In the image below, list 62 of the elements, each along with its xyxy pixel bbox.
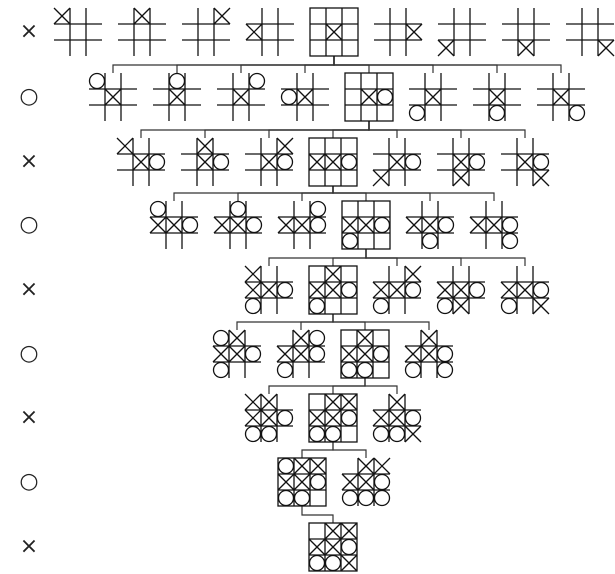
tic-tac-toe-board-drawing bbox=[406, 201, 454, 249]
tree-connector bbox=[301, 506, 334, 523]
tic-tac-toe-board-drawing bbox=[281, 73, 329, 121]
tic-tac-toe-board-drawing bbox=[310, 8, 358, 56]
tic-tac-toe-board-drawing bbox=[374, 8, 422, 56]
tic-tac-toe-board-drawing bbox=[245, 138, 293, 186]
player-symbol: ○ bbox=[18, 469, 40, 495]
tree-connector bbox=[365, 249, 526, 266]
tic-tac-toe-board-drawing bbox=[473, 73, 521, 121]
tree-connector bbox=[368, 121, 526, 138]
player-symbol: ○ bbox=[18, 341, 40, 367]
tic-tac-toe-board-drawing bbox=[89, 73, 137, 121]
tic-tac-toe-board-drawing bbox=[405, 330, 453, 378]
tic-tac-toe-board-drawing bbox=[502, 8, 550, 56]
tic-tac-toe-board-drawing bbox=[438, 8, 486, 56]
player-symbol: ○ bbox=[18, 84, 40, 110]
tic-tac-toe-board-drawing bbox=[217, 73, 265, 121]
tree-connector bbox=[332, 314, 430, 330]
player-symbol: × bbox=[18, 149, 40, 175]
tic-tac-toe-board-drawing bbox=[341, 330, 389, 378]
tree-connector bbox=[364, 378, 398, 394]
tic-tac-toe-board-drawing bbox=[345, 73, 393, 121]
player-symbol: × bbox=[18, 534, 40, 560]
tic-tac-toe-board-drawing bbox=[54, 8, 102, 56]
tree-connector bbox=[333, 56, 562, 73]
tic-tac-toe-board-drawing bbox=[373, 138, 421, 186]
tic-tac-toe-board-drawing bbox=[245, 394, 293, 442]
tic-tac-toe-board-drawing bbox=[537, 73, 585, 121]
tic-tac-toe-board-drawing bbox=[309, 394, 357, 442]
tic-tac-toe-board-drawing bbox=[437, 266, 485, 314]
tic-tac-toe-board-drawing bbox=[501, 138, 549, 186]
tic-tac-toe-board-drawing bbox=[118, 8, 166, 56]
tic-tac-toe-board-drawing bbox=[245, 266, 293, 314]
tic-tac-toe-board-drawing bbox=[153, 73, 201, 121]
tic-tac-toe-board-drawing bbox=[373, 266, 421, 314]
tree-connector bbox=[332, 442, 367, 458]
tic-tac-toe-board-drawing bbox=[246, 8, 294, 56]
tic-tac-toe-board-drawing bbox=[182, 8, 230, 56]
player-symbol: × bbox=[18, 277, 40, 303]
tic-tac-toe-board-drawing bbox=[501, 266, 549, 314]
player-symbol: ○ bbox=[18, 212, 40, 238]
tic-tac-toe-board-drawing bbox=[566, 8, 614, 56]
tree-connector bbox=[332, 186, 495, 201]
tic-tac-toe-board-drawing bbox=[342, 201, 390, 249]
tic-tac-toe-board-drawing bbox=[278, 458, 326, 506]
tic-tac-toe-board-drawing bbox=[213, 330, 261, 378]
tic-tac-toe-board-drawing bbox=[309, 138, 357, 186]
tic-tac-toe-board-drawing bbox=[278, 201, 326, 249]
tic-tac-toe-board-drawing bbox=[150, 201, 198, 249]
tic-tac-toe-board-drawing bbox=[373, 394, 421, 442]
tic-tac-toe-board-drawing bbox=[309, 266, 357, 314]
tic-tac-toe-board-drawing bbox=[277, 330, 325, 378]
tic-tac-toe-board-drawing bbox=[214, 201, 262, 249]
player-symbol: × bbox=[18, 19, 40, 45]
tic-tac-toe-board-drawing bbox=[181, 138, 229, 186]
tic-tac-toe-board-drawing bbox=[470, 201, 518, 249]
tic-tac-toe-board-drawing bbox=[342, 458, 390, 506]
tic-tac-toe-board-drawing bbox=[309, 523, 357, 571]
tic-tac-toe-board-drawing bbox=[437, 138, 485, 186]
player-symbol: × bbox=[18, 405, 40, 431]
tic-tac-toe-board-drawing bbox=[117, 138, 165, 186]
tic-tac-toe-board-drawing bbox=[409, 73, 457, 121]
